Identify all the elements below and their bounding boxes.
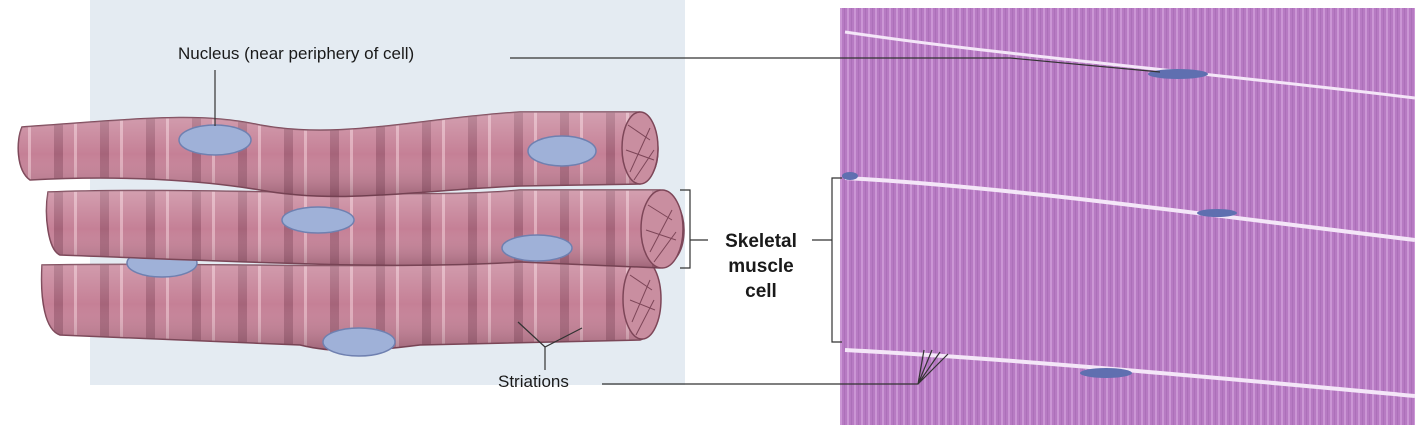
fiber-boundary [844,176,1415,242]
nucleus-icon [322,327,396,357]
muscle-fiber-top [17,111,659,198]
skeletal-bracket-right [812,177,842,343]
muscle-fiber-middle [45,189,685,269]
skeletal-label-line: muscle [728,256,794,277]
striations-leader [602,349,949,385]
skeletal-label-line: cell [745,281,777,302]
fiber-boundary [844,30,1415,100]
skeletal-label-line: Skeletal [725,231,797,252]
striations-leader [517,321,583,370]
micrograph-nucleus [1148,69,1208,79]
nucleus-icon [178,124,252,156]
striations-label: Striations [498,372,569,391]
micrograph-panel [840,8,1415,425]
fiber-end-face [621,111,659,185]
nucleus-label: Nucleus (near periphery of cell) [178,44,415,63]
nucleus-leader [510,57,1161,73]
nucleus-icon [501,234,573,262]
skeletal-muscle-cell-label: Skeletal muscle cell [712,229,810,304]
nucleus-icon [281,206,355,234]
micrograph-nucleus [1197,209,1237,217]
micrograph-nucleus [842,172,858,180]
nucleus-icon [527,135,597,167]
skeletal-bracket-left [680,189,708,269]
micrograph-nucleus [1080,368,1132,378]
